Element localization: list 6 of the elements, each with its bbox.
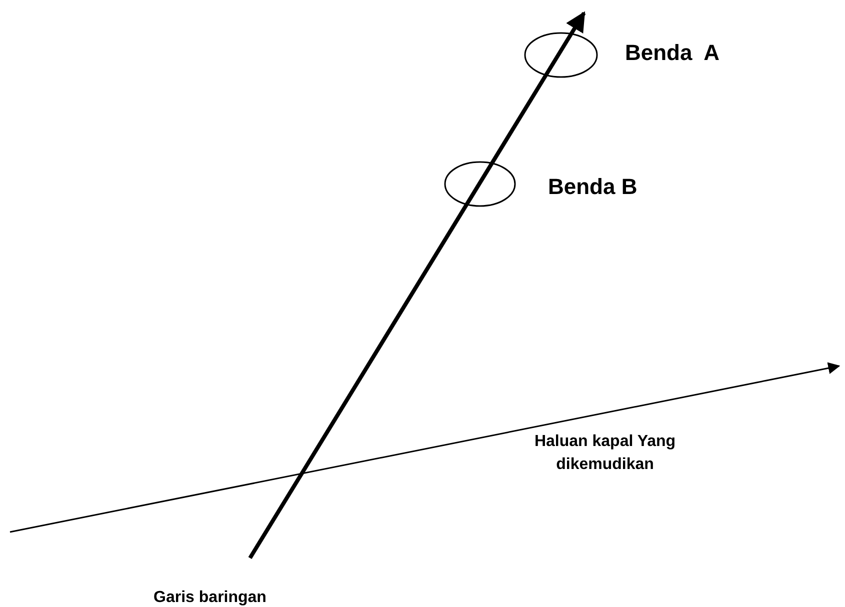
- heading-label: Haluan kapal Yang dikemudikan: [533, 432, 677, 475]
- ellipse-marker: [524, 32, 598, 78]
- bearing-line-label: Garis baringan: [152, 588, 268, 607]
- ellipse-marker: [444, 161, 516, 207]
- object-label: Benda A: [625, 40, 720, 66]
- object-label: Benda B: [548, 174, 638, 200]
